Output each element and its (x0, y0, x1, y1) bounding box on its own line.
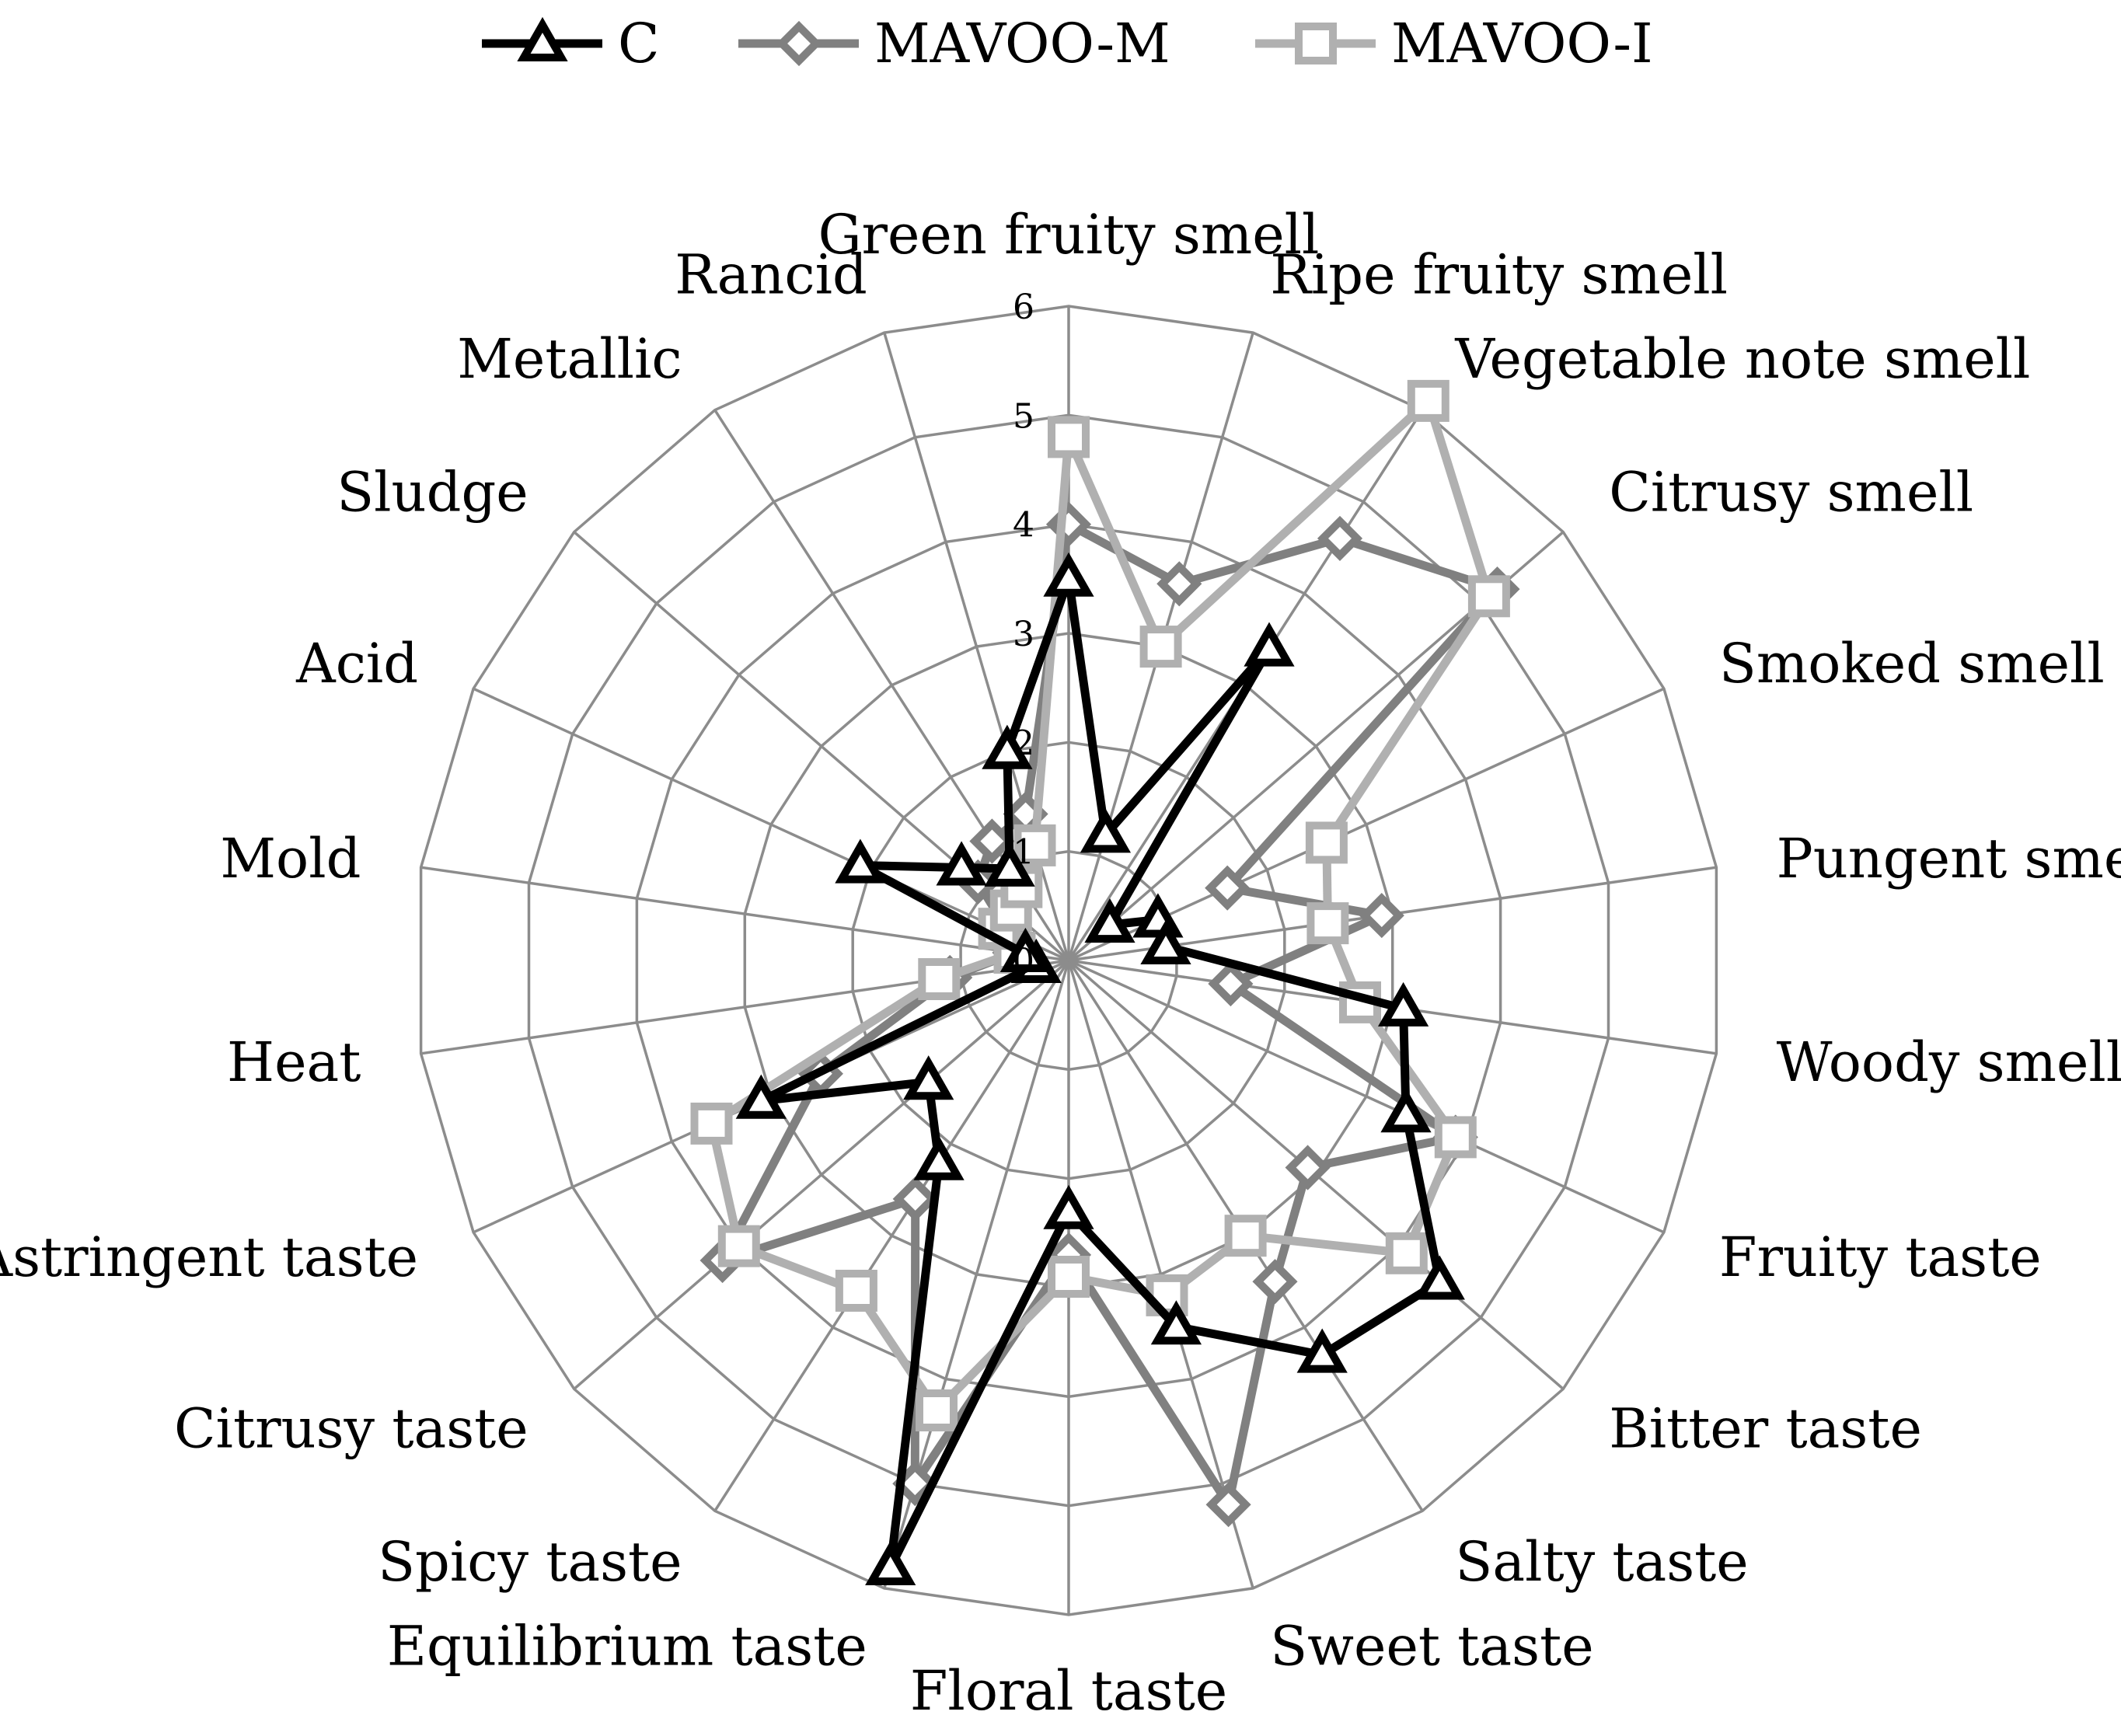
legend: C MAVOO-M MAVOO-I (482, 12, 1653, 75)
data-point (1380, 1088, 1432, 1133)
data-point (1224, 1215, 1267, 1257)
axis-label: Citrusy smell (1609, 461, 1973, 525)
legend-item: C (482, 12, 660, 75)
axis-label: Sludge (337, 461, 528, 525)
data-point (1385, 1232, 1428, 1274)
data-point (1407, 379, 1449, 422)
data-point (735, 1074, 787, 1119)
data-point (1252, 1259, 1298, 1305)
axis-label: Bitter taste (1609, 1397, 1922, 1461)
data-point (1043, 1184, 1094, 1229)
axis-label: Spicy taste (378, 1530, 682, 1594)
data-point (717, 1225, 760, 1267)
data-point (1139, 626, 1182, 668)
axis-label: Green fruity smell (818, 203, 1320, 267)
axis-label: Vegetable note smell (1454, 327, 2030, 391)
axis-spoke (713, 960, 1070, 1512)
data-point (1296, 1328, 1348, 1373)
data-point (1317, 515, 1363, 561)
data-point (1295, 23, 1337, 64)
axis-label: Astringent taste (0, 1225, 418, 1289)
series (690, 379, 1520, 1585)
data-point (1205, 865, 1251, 911)
legend-label: C (618, 12, 660, 75)
data-point (969, 818, 1015, 864)
axis-label: Woody smell (1777, 1030, 2121, 1094)
data-point (1414, 1255, 1465, 1300)
axis-label: Citrusy taste (174, 1397, 529, 1461)
data-point (835, 838, 886, 884)
series-C (735, 552, 1465, 1585)
axis-label: Mold (220, 827, 361, 891)
data-point (1359, 893, 1404, 939)
data-point (1285, 1145, 1331, 1190)
data-point (916, 1389, 958, 1431)
data-point (1205, 1482, 1251, 1528)
axis-label: Pungent smell (1777, 827, 2121, 891)
data-point (1013, 824, 1056, 866)
data-point (1084, 898, 1136, 943)
data-point (1467, 575, 1510, 618)
series-MAVOO-I (690, 379, 1510, 1431)
data-point (1140, 919, 1191, 964)
axis-label: Rancid (675, 242, 867, 306)
axis-spoke (573, 959, 1070, 1390)
legend-label: MAVOO-M (874, 12, 1170, 75)
data-point (892, 1176, 938, 1222)
data-point (1156, 561, 1202, 607)
data-point (903, 1055, 954, 1100)
data-point (1048, 1256, 1090, 1298)
radial-tick-label: 6 (1013, 288, 1034, 327)
axis-label: Fruity taste (1719, 1225, 2042, 1289)
data-point (1080, 808, 1132, 853)
radial-tick-label: 3 (1013, 615, 1034, 654)
data-point (1048, 416, 1090, 458)
axis-label: Metallic (457, 327, 682, 391)
radial-tick-label: 2 (1013, 723, 1034, 763)
data-point (918, 958, 961, 1000)
data-point (1150, 1300, 1202, 1345)
data-point (835, 1270, 877, 1312)
data-point (517, 16, 568, 61)
data-point (1208, 960, 1254, 1007)
data-point (982, 724, 1033, 769)
axis-spoke (1068, 959, 1665, 1234)
axis-label: Sweet taste (1270, 1615, 1593, 1678)
data-point (1043, 552, 1094, 597)
axis-label: Acid (295, 632, 418, 695)
data-point (1132, 893, 1184, 938)
axis-label: Salty taste (1455, 1530, 1748, 1594)
axis-label: Equilibrium taste (387, 1615, 867, 1678)
radial-tick-label: 5 (1013, 396, 1034, 436)
radial-ticks: 0 1 2 3 4 5 6 (1013, 288, 1034, 981)
data-point (690, 1102, 733, 1145)
data-point (776, 20, 822, 67)
data-point (865, 1540, 916, 1585)
axis-spoke (420, 866, 1069, 962)
data-point (936, 841, 987, 886)
axis-spoke (473, 687, 1069, 962)
data-point (1377, 981, 1429, 1027)
radial-tick-label: 1 (1013, 833, 1034, 873)
axis-label: Heat (227, 1030, 361, 1094)
data-point (999, 927, 1052, 972)
data-point (1305, 821, 1348, 864)
axis-label: Floral taste (910, 1659, 1227, 1723)
data-point (1434, 1116, 1477, 1159)
legend-item: MAVOO-M (738, 12, 1170, 75)
legend-label: MAVOO-I (1391, 12, 1653, 75)
radial-tick-label: 0 (1013, 942, 1034, 981)
radial-tick-label: 4 (1013, 506, 1034, 546)
axis-label: Smoked smell (1719, 632, 2105, 695)
axis-label: Ripe fruity smell (1270, 242, 1728, 306)
legend-item: MAVOO-I (1255, 12, 1653, 75)
data-point (913, 1135, 965, 1180)
data-point (1244, 622, 1295, 667)
data-point (1306, 902, 1349, 945)
data-point (984, 842, 1035, 887)
